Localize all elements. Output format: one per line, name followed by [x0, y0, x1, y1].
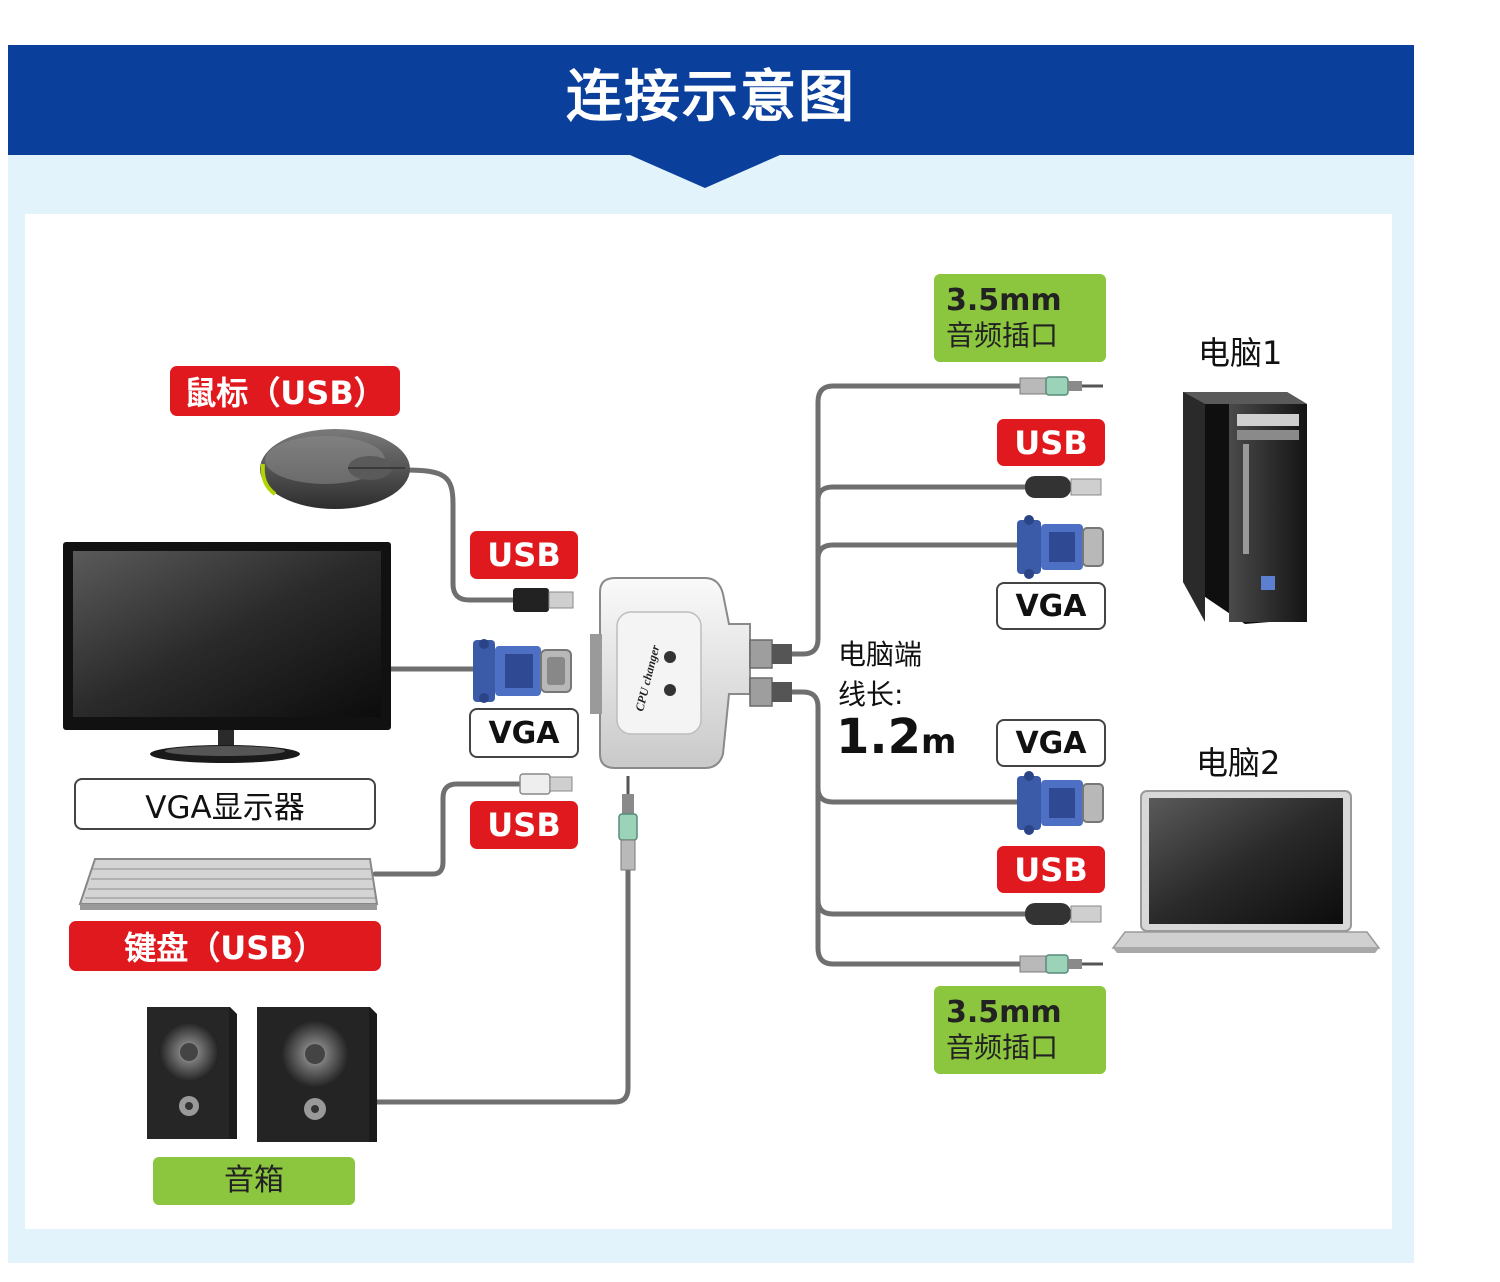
keyboard-icon — [78, 858, 379, 910]
pc2-vga-label: VGA — [996, 719, 1106, 767]
audio-port-bottom-label: 3.5mm 音频插口 — [934, 986, 1106, 1074]
speakers-icon — [147, 1007, 377, 1142]
audio-port-bottom-spec: 3.5mm — [946, 995, 1062, 1031]
mouse-cable — [402, 467, 518, 603]
keyboard-usb-plug-icon — [519, 773, 573, 795]
pc2-audio-plug-icon — [1019, 954, 1103, 974]
monitor-vga-connector-icon — [473, 639, 572, 703]
mouse-usb-plug-icon — [513, 588, 574, 612]
desktop-tower-icon — [1183, 392, 1307, 624]
pc1-vga-label: VGA — [996, 582, 1106, 630]
pc1-usb-cable — [815, 484, 1028, 503]
pc1-audio-plug-icon — [1019, 376, 1103, 396]
speaker-cable — [372, 866, 631, 1105]
keyboard-label: 键盘（USB） — [69, 921, 381, 971]
title-banner: 连接示意图 — [8, 45, 1414, 155]
pc2-vga-cable — [815, 785, 1020, 805]
mouse-icon — [260, 429, 410, 509]
monitor-vga-label: VGA — [469, 708, 579, 758]
mouse-label: 鼠标（USB） — [170, 366, 400, 416]
pc2-usb-plug-icon — [1025, 903, 1102, 925]
pc1-usb-plug-icon — [1025, 476, 1102, 498]
pc2-trunk-cable — [787, 689, 1023, 967]
diagram-panel: CPU changer — [25, 214, 1392, 1229]
mouse-usb-label: USB — [470, 531, 578, 579]
page-title: 连接示意图 — [566, 64, 856, 130]
pc2-label: 电脑2 — [1196, 744, 1281, 782]
monitor-icon — [63, 542, 391, 763]
audio-port-top-spec: 3.5mm — [946, 283, 1062, 319]
speaker-label: 音箱 — [153, 1157, 355, 1205]
pc2-usb-cable — [815, 897, 1028, 917]
kvm-switch-icon: CPU changer — [590, 577, 751, 769]
laptop-icon — [1111, 790, 1381, 953]
cable-length-label: 线长: — [838, 678, 904, 711]
monitor-label: VGA显示器 — [74, 778, 376, 830]
pc-end-label: 电脑端 — [838, 638, 923, 671]
audio-port-top-text: 音频插口 — [946, 319, 1059, 353]
speaker-audio-plug-icon — [618, 776, 638, 871]
pc1-vga-connector-icon — [1017, 515, 1104, 579]
pc1-label: 电脑1 — [1198, 334, 1283, 372]
audio-port-top-label: 3.5mm 音频插口 — [934, 274, 1106, 362]
cable-length-value: 1.2m — [836, 707, 956, 772]
switch-cable-ports-icon — [749, 639, 792, 707]
cable-length-unit: m — [921, 722, 957, 762]
pc1-vga-cable — [815, 542, 1020, 562]
keyboard-cable — [372, 781, 523, 877]
pc1-trunk-cable — [787, 383, 1023, 657]
banner-pointer — [630, 155, 780, 188]
audio-port-bottom-text: 音频插口 — [946, 1031, 1059, 1065]
pc2-usb-label: USB — [997, 846, 1105, 893]
connection-diagram: CPU changer — [63, 376, 1381, 1142]
cables — [372, 383, 1028, 1105]
cable-length-number: 1.2 — [836, 709, 922, 765]
pc2-vga-connector-icon — [1017, 771, 1104, 835]
pc1-usb-label: USB — [997, 419, 1105, 466]
speaker-label-text: 音箱 — [224, 1163, 284, 1198]
keyboard-usb-label: USB — [470, 801, 578, 849]
